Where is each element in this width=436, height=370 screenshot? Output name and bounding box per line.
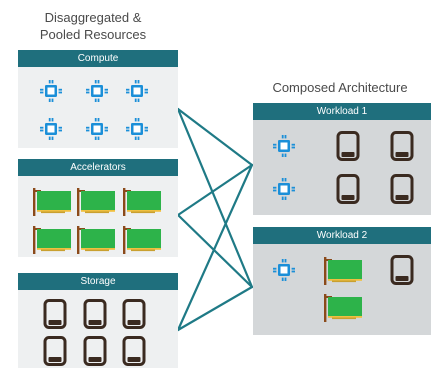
accelerator-card-icon bbox=[122, 188, 162, 216]
storage-drive-icon bbox=[43, 299, 67, 329]
pooled-resources-heading: Disaggregated & Pooled Resources bbox=[18, 9, 168, 43]
workload-1-panel: Workload 1 bbox=[253, 103, 431, 215]
storage-drive-icon bbox=[122, 336, 146, 366]
connector-storage-workload1 bbox=[176, 163, 254, 332]
storage-pool: Storage bbox=[18, 273, 178, 368]
accelerator-card-icon bbox=[76, 188, 116, 216]
connector-accelerators-workload1 bbox=[176, 163, 254, 217]
cpu-icon bbox=[85, 79, 109, 103]
storage-drive-icon bbox=[390, 131, 414, 161]
storage-drive-icon bbox=[83, 336, 107, 366]
storage-drive-icon bbox=[122, 299, 146, 329]
storage-pool-body bbox=[18, 290, 178, 368]
connector-compute-workload1 bbox=[176, 107, 254, 167]
cpu-icon bbox=[85, 117, 109, 141]
accelerator-card-icon bbox=[32, 188, 72, 216]
cpu-icon bbox=[39, 117, 63, 141]
cpu-icon bbox=[125, 79, 149, 103]
accelerator-card-icon bbox=[323, 257, 363, 285]
storage-drive-icon bbox=[83, 299, 107, 329]
connector-accelerators-workload2 bbox=[176, 213, 254, 289]
accelerators-pool: Accelerators bbox=[18, 159, 178, 257]
accelerator-card-icon bbox=[122, 226, 162, 254]
composed-architecture-heading: Composed Architecture bbox=[272, 80, 408, 95]
workload-2-header: Workload 2 bbox=[253, 227, 431, 244]
workload-1-header: Workload 1 bbox=[253, 103, 431, 120]
storage-drive-icon bbox=[390, 255, 414, 285]
cpu-icon bbox=[39, 79, 63, 103]
compute-pool-header: Compute bbox=[18, 50, 178, 67]
workload-2-body bbox=[253, 244, 431, 335]
storage-drive-icon bbox=[336, 131, 360, 161]
pooled-resources-heading-line2: Pooled Resources bbox=[39, 27, 147, 42]
pooled-resources-heading-line1: Disaggregated & bbox=[44, 10, 142, 25]
storage-drive-icon bbox=[336, 174, 360, 204]
compute-pool-body bbox=[18, 67, 178, 148]
storage-pool-header: Storage bbox=[18, 273, 178, 290]
accelerator-card-icon bbox=[76, 226, 116, 254]
cpu-icon bbox=[272, 258, 296, 282]
connector-compute-workload2 bbox=[176, 107, 254, 289]
storage-drive-icon bbox=[43, 336, 67, 366]
storage-drive-icon bbox=[390, 174, 414, 204]
accelerators-pool-body bbox=[18, 176, 178, 257]
workload-1-body bbox=[253, 120, 431, 215]
connector-storage-workload2 bbox=[176, 285, 254, 332]
cpu-icon bbox=[125, 117, 149, 141]
workload-2-panel: Workload 2 bbox=[253, 227, 431, 335]
accelerator-card-icon bbox=[32, 226, 72, 254]
compute-pool: Compute bbox=[18, 50, 178, 148]
cpu-icon bbox=[272, 134, 296, 158]
accelerator-card-icon bbox=[323, 294, 363, 322]
accelerators-pool-header: Accelerators bbox=[18, 159, 178, 176]
cpu-icon bbox=[272, 177, 296, 201]
